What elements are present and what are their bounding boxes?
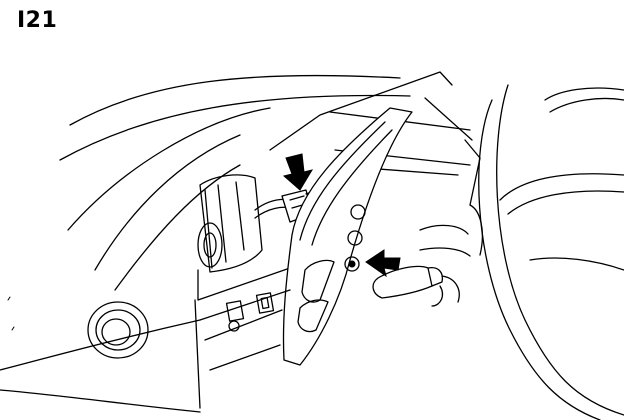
instrument-recess xyxy=(197,174,291,301)
switch-block xyxy=(194,289,291,409)
steering-lever xyxy=(419,204,484,257)
down-arrow-icon xyxy=(282,153,314,191)
left-arrow-icon xyxy=(365,249,401,278)
figure-label: I21 xyxy=(17,8,58,33)
steering-wheel xyxy=(478,84,624,420)
air-vent xyxy=(87,301,149,359)
pointer-arrows xyxy=(282,153,401,278)
trim-panel xyxy=(282,107,413,366)
bulb-holder xyxy=(372,265,460,307)
dashboard-outline xyxy=(0,74,411,413)
